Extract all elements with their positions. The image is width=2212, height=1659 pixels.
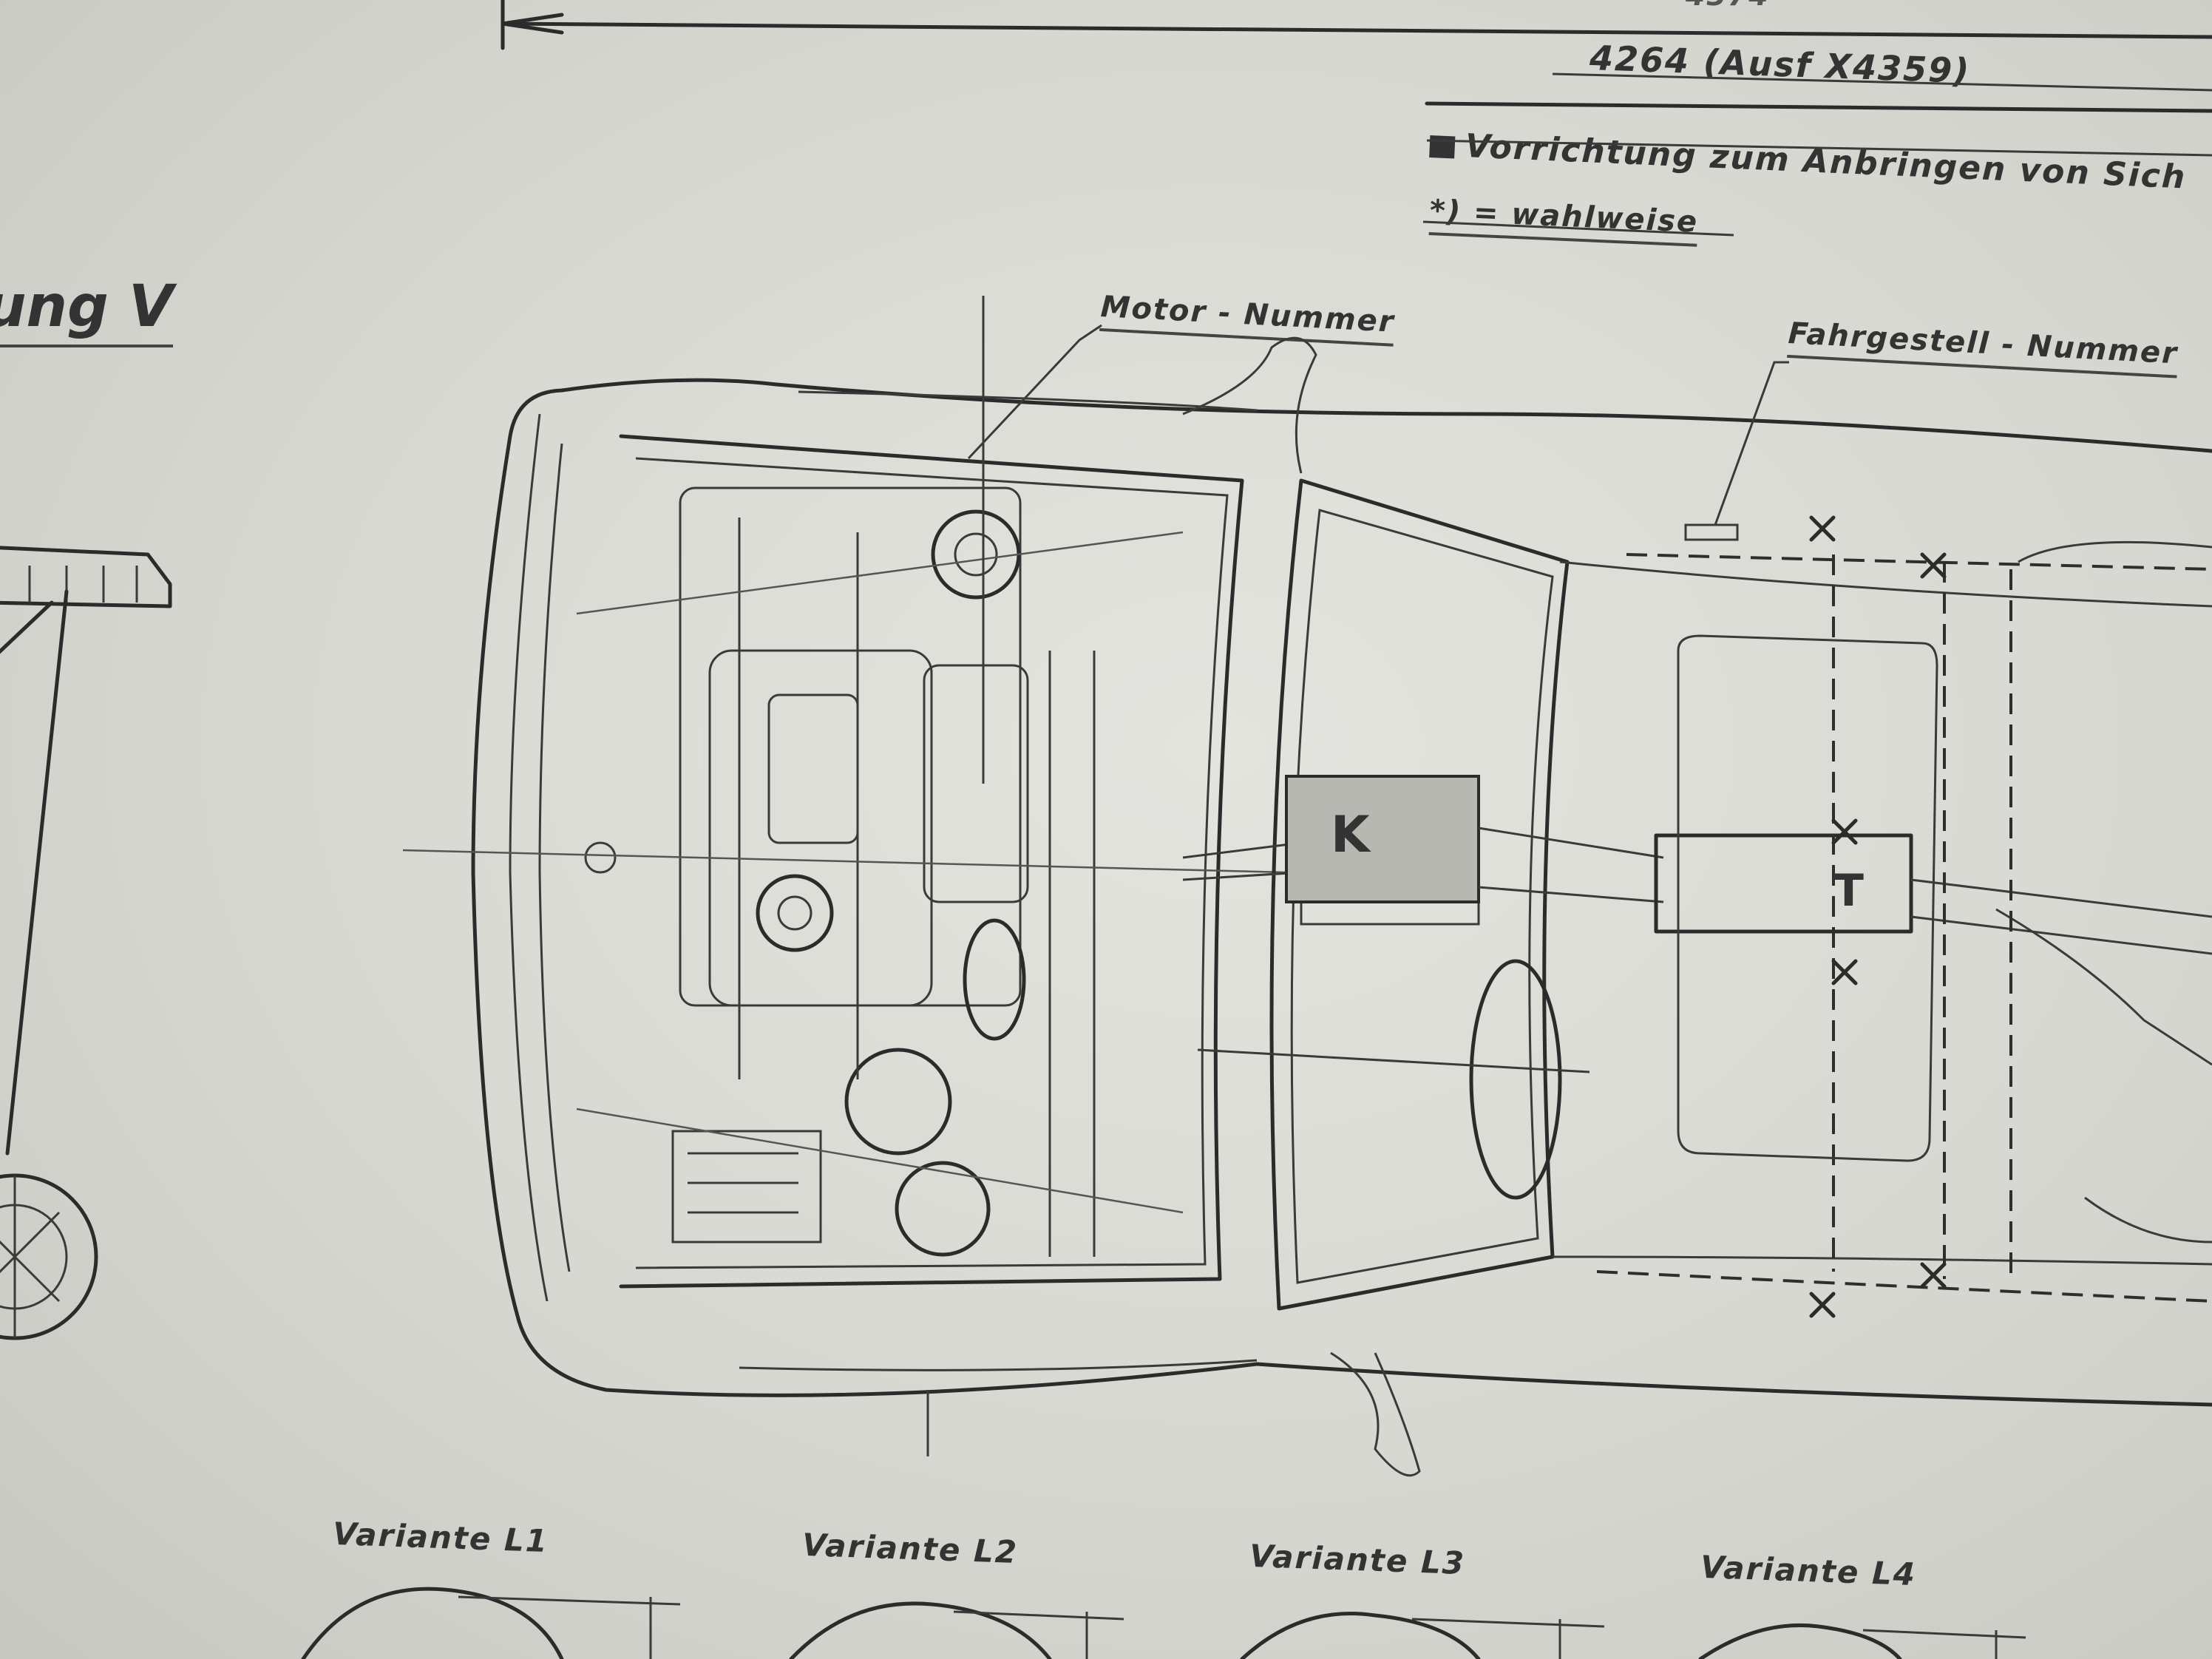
- muffler-label: T: [1833, 865, 1865, 917]
- side-view-title: ung V: [0, 274, 174, 347]
- cabin-windshield: [1269, 478, 2212, 1311]
- catalytic-converter: [1285, 775, 1480, 903]
- engine-compartment: [402, 296, 1421, 1477]
- attachment-marks: [1809, 515, 1947, 1318]
- muffler: [1654, 833, 1913, 934]
- vehicle-body-outline: [471, 378, 2212, 1407]
- dimension-line: [501, 0, 2212, 237]
- dimension-top-label: 4374: [1686, 0, 1770, 12]
- variant-wheel-drawings: [301, 1587, 2026, 1659]
- variant-l2-label: Variante L2: [801, 1526, 1019, 1571]
- side-view-fragment: [0, 546, 172, 1340]
- catalyst-label: K: [1331, 806, 1371, 864]
- leader-lines: [967, 324, 1789, 541]
- variant-l4-label: Variante L4: [1700, 1548, 1917, 1593]
- variant-l3-label: Variante L3: [1249, 1537, 1466, 1582]
- exhaust-system: [1182, 775, 2212, 1066]
- variant-l1-label: Variante L1: [332, 1515, 549, 1560]
- rear-floor-outline: [1197, 540, 2212, 1303]
